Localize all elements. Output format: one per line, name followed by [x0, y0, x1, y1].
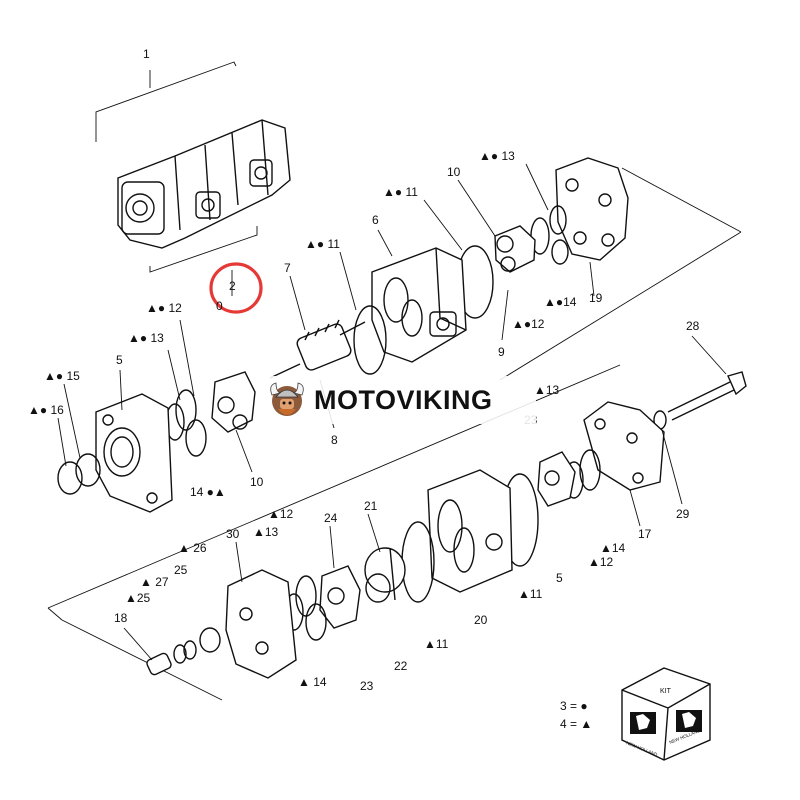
callout-11-a: ▲● 11 — [383, 185, 418, 199]
bushing-lower-right — [537, 451, 576, 507]
callout-28: 28 — [686, 319, 700, 333]
callout-13-a: ▲● 13 — [479, 149, 515, 163]
bushing-10-left — [211, 371, 256, 433]
callout-25-b: ▲25 — [125, 591, 151, 605]
callout-12-b: ▲●12 — [512, 317, 545, 331]
end-cover-17 — [583, 401, 665, 491]
front-cover-30 — [225, 569, 297, 679]
callout-11-b: ▲● 11 — [305, 237, 340, 251]
seal-set-left — [165, 389, 207, 457]
bushing-23 — [319, 565, 361, 629]
callout-11-d: ▲11 — [424, 637, 449, 651]
callout-23-b: 23 — [360, 679, 374, 693]
callout-10-left: 10 — [250, 475, 264, 489]
callout-26: ▲ 26 — [178, 541, 207, 555]
o-ring-11-bottom — [401, 521, 435, 603]
callout-10-upper: 10 — [447, 165, 461, 179]
legend-line-3: 3 = ● — [560, 699, 588, 713]
callout-13-d: ▲13 — [253, 525, 279, 539]
callout-2: 2 — [229, 279, 236, 293]
callout-17: 17 — [638, 527, 652, 541]
viking-head-icon — [270, 382, 304, 416]
callout-8: 8 — [331, 433, 338, 447]
callout-20: 20 — [474, 613, 488, 627]
callout-24: 24 — [324, 511, 338, 525]
pump-assembly — [117, 119, 291, 249]
callout-5-left: 5 — [116, 353, 123, 367]
callout-22: 22 — [394, 659, 408, 673]
callout-0: 0 — [216, 299, 223, 313]
callout-14-c: ▲14 — [600, 541, 626, 555]
callout-16: ▲● 16 — [28, 403, 64, 417]
gear-housing-6 — [371, 247, 467, 363]
highlight-circle — [209, 262, 263, 314]
gears-21-22 — [364, 547, 406, 603]
callout-9: 9 — [498, 345, 505, 359]
callout-18: 18 — [114, 611, 128, 625]
callout-30: 30 — [226, 527, 240, 541]
callout-6: 6 — [372, 213, 379, 227]
callout-labels: 1 2 0 6 7 8 9 10 10 ▲● 11 ▲● 11 ▲11 ▲11 … — [28, 47, 700, 693]
callout-15: ▲● 15 — [44, 369, 80, 383]
callout-11-c: ▲11 — [518, 587, 543, 601]
callout-25-a: 25 — [174, 563, 188, 577]
shaft-seals-15-16 — [57, 453, 101, 495]
callout-5-right: 5 — [556, 571, 563, 585]
callout-13-b: ▲● 13 — [128, 331, 164, 345]
callout-12-d: ▲12 — [268, 507, 294, 521]
bushing-10-upper — [494, 225, 536, 273]
callout-27: ▲ 27 — [140, 575, 169, 589]
front-flange-5 — [95, 393, 173, 513]
callout-1: 1 — [143, 47, 150, 61]
callout-19: 19 — [589, 291, 603, 305]
callout-14-b: ▲●14 — [544, 295, 577, 309]
callout-13-c: ▲13 — [534, 383, 560, 397]
callout-7: 7 — [284, 261, 291, 275]
drive-gear-7 — [269, 319, 366, 379]
callout-14-d: ▲ 14 — [298, 675, 327, 689]
leader-lines — [57, 163, 727, 661]
o-ring-11-mid — [353, 305, 387, 375]
gear-housing-20 — [427, 469, 513, 593]
callout-14-a: 14 ●▲ — [190, 485, 226, 499]
seal-set-lower-left — [284, 575, 327, 641]
watermark-brand-text: MOTOVIKING — [314, 384, 493, 415]
callout-29: 29 — [676, 507, 690, 521]
callout-21: 21 — [364, 499, 378, 513]
kit-box: KIT NEW HOLLAND NEW HOLLAND — [621, 667, 711, 761]
end-cover-19 — [555, 157, 629, 261]
callout-12-c: ▲12 — [588, 555, 614, 569]
motoviking-watermark: MOTOVIKING — [262, 376, 536, 424]
kit-label: KIT — [660, 688, 672, 695]
bolt-28 — [653, 371, 747, 430]
legend-line-4: 4 = ▲ — [560, 717, 592, 731]
callout-12-a: ▲● 12 — [146, 301, 182, 315]
assembly-bracket-1 — [95, 61, 258, 273]
shaft-parts-18-27 — [146, 627, 221, 676]
